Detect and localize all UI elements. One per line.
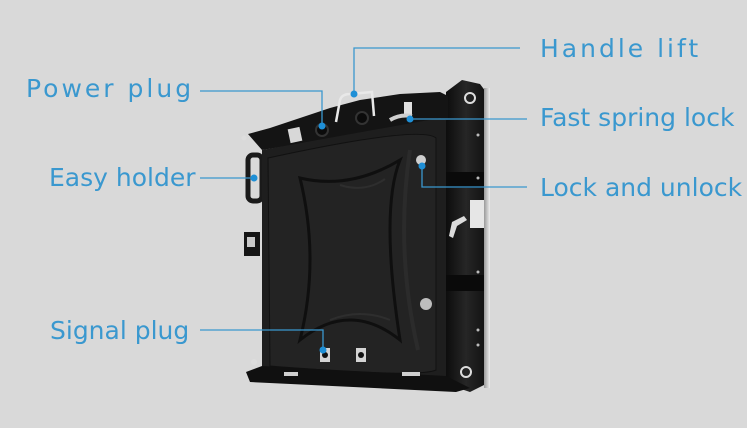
cabinet-side-frame <box>446 80 490 392</box>
label-power-plug: Power plug <box>26 74 195 103</box>
dot-easy-holder <box>250 174 258 182</box>
dot-fast-spring-lock <box>406 115 414 123</box>
leader-lock-and-unlock <box>421 166 527 188</box>
handle-lift-bar <box>334 90 376 123</box>
label-easy-holder: Easy holder <box>49 163 196 192</box>
cabinet-rear-panel <box>262 118 446 384</box>
dot-power-plug <box>318 122 326 130</box>
label-signal-plug: Signal plug <box>50 316 190 345</box>
label-fast-spring-lock: Fast spring lock <box>540 103 735 132</box>
cabinet-bottom-edge <box>246 348 470 392</box>
dot-handle-lift <box>350 90 358 98</box>
cabinet-left-edge <box>244 152 265 256</box>
lock-knob <box>416 155 426 165</box>
label-lock-and-unlock: Lock and unlock <box>540 173 743 202</box>
callout-dots <box>250 90 426 354</box>
cabinet-top-edge <box>241 90 448 150</box>
label-handle-lift: Handle lift <box>540 34 702 63</box>
dot-signal-plug <box>319 346 327 354</box>
leader-power-plug <box>200 90 323 126</box>
leader-signal-plug <box>200 329 324 350</box>
dot-lock-and-unlock <box>418 162 426 170</box>
callout-leaders <box>200 47 527 350</box>
leader-handle-lift <box>353 47 520 94</box>
